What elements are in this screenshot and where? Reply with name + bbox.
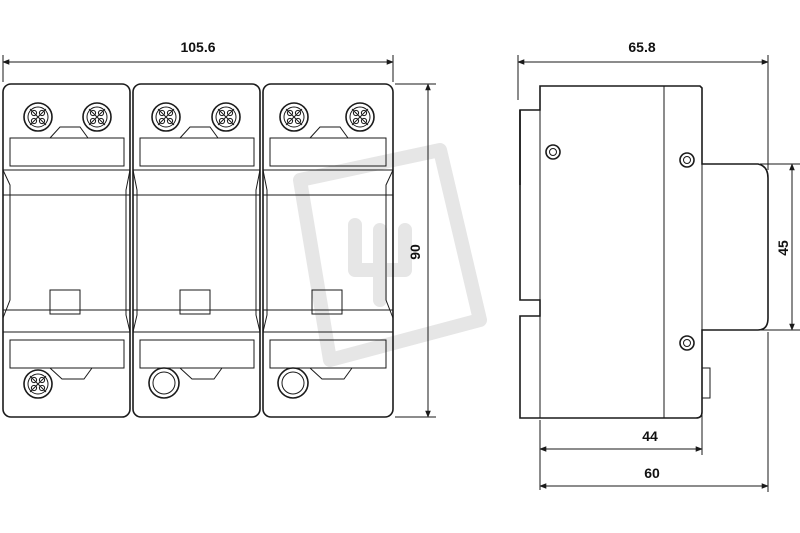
rail-height-dimension: 45	[760, 163, 800, 331]
side-hole-1	[545, 144, 561, 160]
side-view: 65.8 45 44	[517, 39, 800, 492]
top-left-screw-icon	[23, 102, 53, 132]
bottom-terminal-icon	[148, 367, 180, 399]
top-right-screw-icon	[82, 102, 112, 132]
front-height-dimension: 90	[395, 83, 436, 418]
module-3	[262, 83, 394, 418]
top-right-screw-icon	[211, 102, 241, 132]
top-left-screw-icon	[151, 102, 181, 132]
side-latch	[701, 367, 711, 399]
side-width-dimension: 65.8	[517, 39, 769, 170]
top-right-screw-icon	[345, 102, 375, 132]
front-height-label: 90	[407, 244, 423, 260]
side-hole-2	[679, 152, 695, 168]
rail-height-label: 45	[775, 240, 791, 256]
side-width-label: 65.8	[628, 39, 655, 55]
bottom-terminal-icon	[277, 367, 309, 399]
depth-60-label: 60	[644, 465, 660, 481]
module-1	[2, 83, 131, 418]
front-view: 105.6 90	[2, 39, 436, 418]
depth-44-dimension: 44	[539, 400, 703, 490]
depth-44-label: 44	[642, 428, 658, 444]
watermark-logo	[293, 143, 487, 367]
side-body-outline	[519, 85, 769, 419]
bottom-screw-icon	[23, 369, 53, 399]
side-hole-3	[679, 335, 695, 351]
module-2	[132, 83, 261, 418]
front-width-dimension: 105.6	[2, 39, 394, 82]
top-left-screw-icon	[279, 102, 309, 132]
depth-60-dimension: 60	[539, 332, 769, 492]
front-width-label: 105.6	[180, 39, 215, 55]
